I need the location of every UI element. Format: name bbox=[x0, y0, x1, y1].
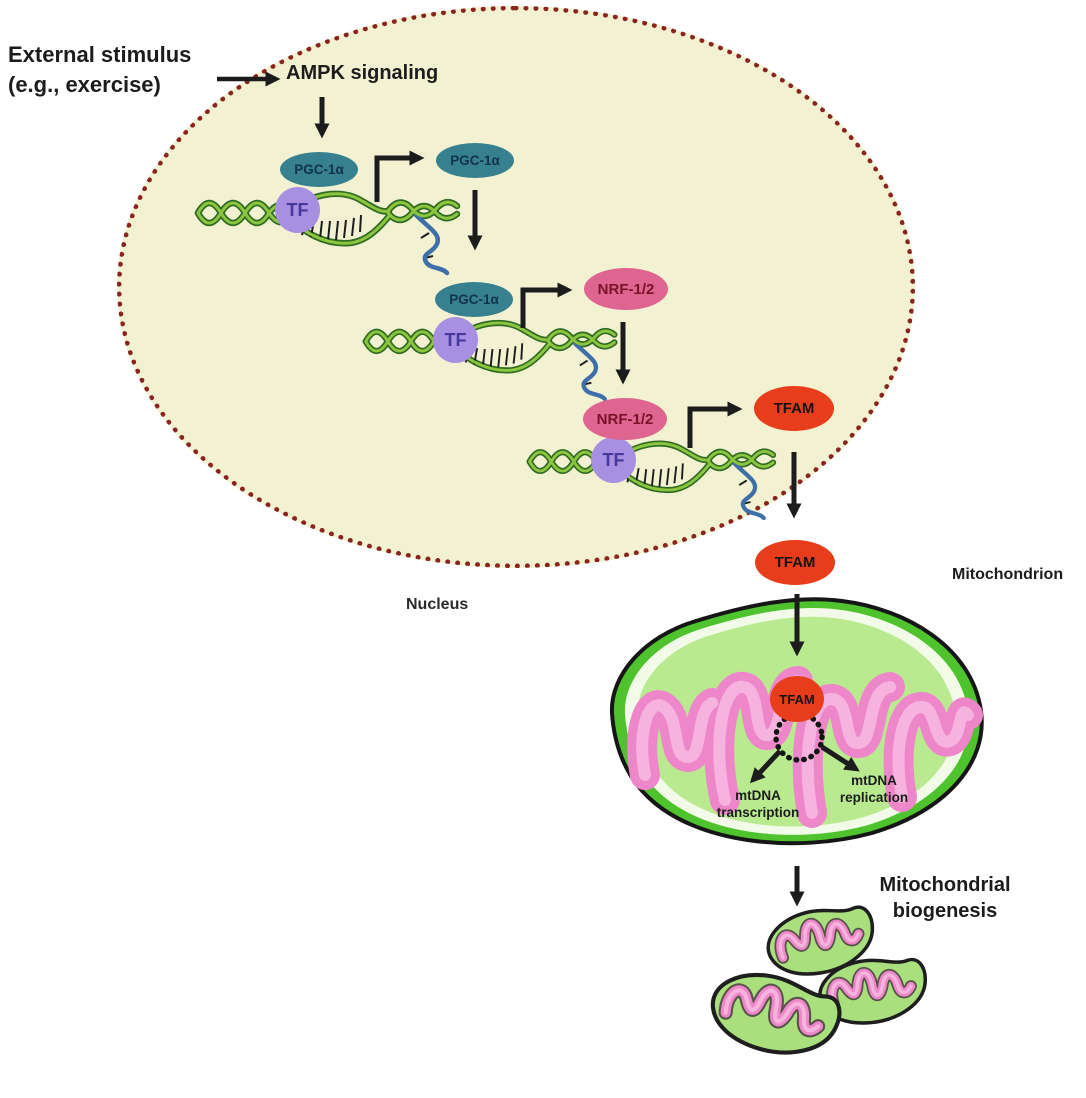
pgc1a-label: PGC-1α bbox=[450, 153, 500, 168]
pgc1a-node-free: PGC-1α bbox=[436, 143, 514, 178]
nrf-label: NRF-1/2 bbox=[596, 410, 654, 428]
mitochondrion-label: Mitochondrion bbox=[952, 566, 1064, 583]
small-mitochondrion-3 bbox=[705, 965, 844, 1063]
nrf-node-dna3: NRF-1/2 bbox=[583, 398, 667, 440]
tfam-node-mitochondrial: TFAM bbox=[770, 676, 824, 722]
mtdna-replication-label: mtDNA replication bbox=[839, 773, 909, 805]
arrow-mtdna-transcription bbox=[749, 749, 782, 784]
tf-label: TF bbox=[444, 329, 467, 350]
nucleus-label: Nucleus bbox=[406, 596, 469, 613]
tf-node-2: TF bbox=[433, 317, 478, 363]
pgc1a-node-dna2: PGC-1α bbox=[435, 282, 513, 317]
nrf-node-free: NRF-1/2 bbox=[584, 268, 668, 310]
tf-label: TF bbox=[602, 449, 625, 470]
external-stimulus-line2: (e.g., exercise) bbox=[8, 72, 161, 97]
pgc1a-node-dna1: PGC-1α bbox=[280, 152, 358, 187]
arrow-mtdna-replication bbox=[820, 744, 860, 772]
tfam-node-cytosolic: TFAM bbox=[755, 540, 835, 585]
mitochondrial-biogenesis-label: Mitochondrial biogenesis bbox=[879, 874, 1011, 922]
tf-label: TF bbox=[286, 199, 309, 220]
mtdna-transcription-label: mtDNA transcription bbox=[716, 788, 800, 820]
tfam-label: TFAM bbox=[773, 400, 815, 417]
tf-node-3: TF bbox=[591, 437, 636, 483]
tfam-label: TFAM bbox=[779, 691, 815, 707]
pgc1a-label: PGC-1α bbox=[449, 292, 499, 307]
external-stimulus-label: External stimulus (e.g., exercise) bbox=[8, 40, 191, 100]
tf-node-1: TF bbox=[275, 187, 320, 233]
tfam-node-nuclear: TFAM bbox=[754, 386, 834, 431]
nrf-label: NRF-1/2 bbox=[597, 280, 655, 298]
small-mitochondrion-2 bbox=[815, 951, 931, 1031]
pgc1a-label: PGC-1α bbox=[294, 162, 344, 177]
tfam-label: TFAM bbox=[774, 554, 816, 571]
ampk-signaling-label: AMPK signaling bbox=[286, 62, 439, 84]
nucleus-envelope bbox=[117, 6, 915, 568]
external-stimulus-line1: External stimulus bbox=[8, 42, 192, 67]
